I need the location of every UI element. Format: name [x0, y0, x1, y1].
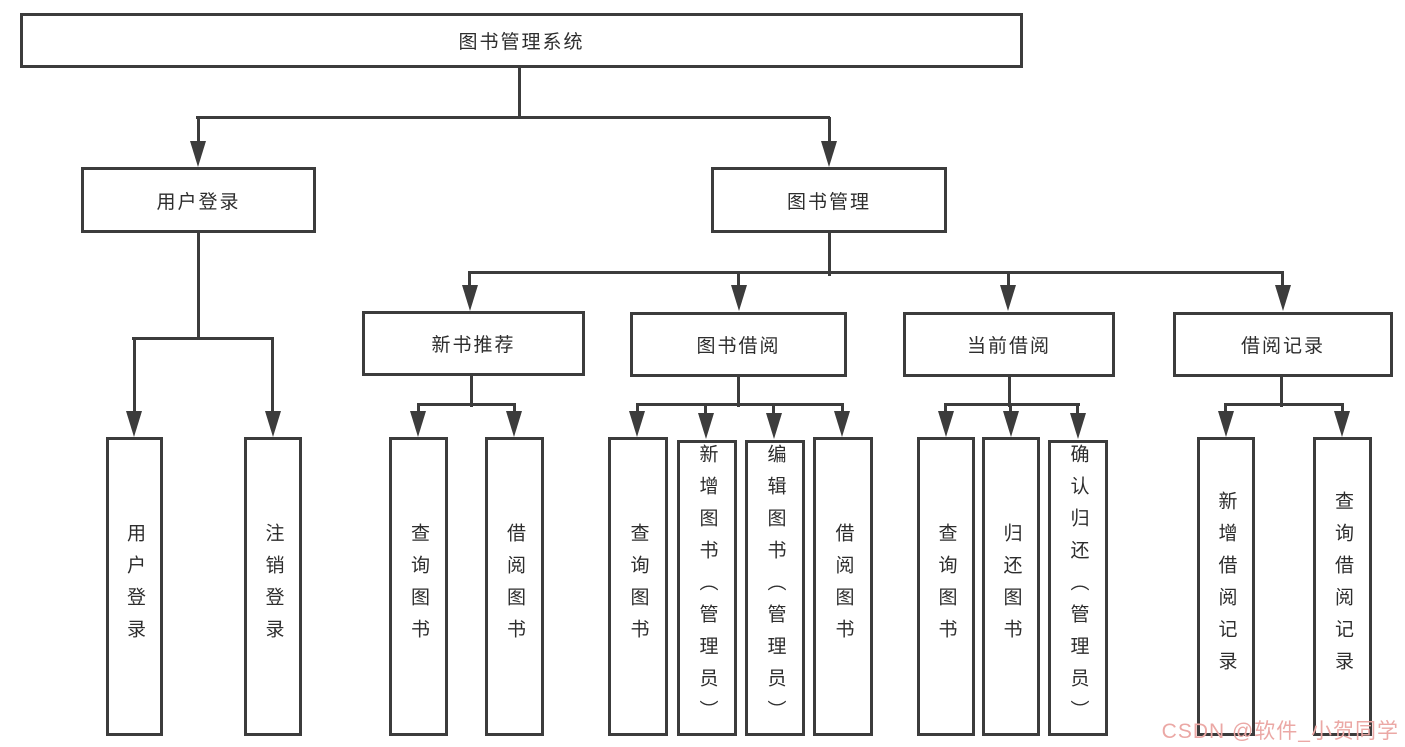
line-segment: [468, 272, 471, 287]
leaf-add-borrow-record-label: 新增借阅记录: [1215, 490, 1237, 683]
leaf-borrow-query: 查询图书: [608, 437, 668, 736]
leaf-current-query-label: 查询图书: [935, 522, 957, 651]
line-segment: [196, 116, 830, 119]
node-user-login: 用户登录: [81, 167, 316, 233]
arrow-down-icon: [190, 141, 206, 167]
line-segment: [518, 68, 521, 118]
leaf-borrow-book-label: 借阅图书: [832, 522, 854, 651]
line-segment: [197, 233, 200, 340]
line-segment: [737, 272, 740, 287]
leaf-borrow-edit-admin: 编辑图书（管理员）: [745, 440, 805, 736]
line-segment: [1007, 272, 1010, 287]
node-root: 图书管理系统: [20, 13, 1023, 68]
node-book-borrow-label: 图书借阅: [696, 336, 781, 357]
leaf-user-login-label: 用户登录: [124, 522, 145, 651]
leaf-confirm-return-admin: 确认归还（管理员）: [1048, 440, 1108, 736]
arrow-down-icon: [698, 413, 714, 439]
arrow-down-icon: [938, 411, 954, 437]
line-segment: [828, 117, 831, 143]
line-segment: [737, 377, 740, 407]
line-segment: [1009, 404, 1012, 414]
node-book-management-label: 图书管理: [786, 191, 871, 213]
node-root-label: 图书管理系统: [458, 32, 585, 53]
leaf-return-book: 归还图书: [982, 437, 1040, 736]
leaf-borrow-add-admin-label: 新增图书（管理员）: [696, 444, 718, 732]
leaf-borrow-book: 借阅图书: [813, 437, 873, 736]
csdn-watermark: CSDN @软件_小贺同学: [1161, 720, 1399, 743]
line-segment: [417, 403, 516, 406]
leaf-borrow-edit-admin-label: 编辑图书（管理员）: [764, 444, 786, 732]
leaf-return-book-label: 归还图书: [1000, 522, 1022, 651]
line-segment: [1341, 404, 1344, 414]
line-segment: [1224, 403, 1344, 406]
arrow-down-icon: [731, 285, 747, 311]
node-borrow-record-label: 借阅记录: [1240, 336, 1325, 357]
leaf-current-query: 查询图书: [917, 437, 975, 736]
leaf-add-borrow-record: 新增借阅记录: [1197, 437, 1255, 736]
leaf-logout: 注销登录: [244, 437, 302, 736]
line-segment: [944, 404, 947, 414]
arrow-down-icon: [766, 413, 782, 439]
leaf-logout-label: 注销登录: [262, 522, 284, 651]
leaf-user-login: 用户登录: [106, 437, 163, 736]
leaf-newbook-query-label: 查询图书: [408, 522, 429, 651]
arrow-down-icon: [1218, 411, 1234, 437]
leaf-query-borrow-record: 查询借阅记录: [1313, 437, 1372, 736]
line-segment: [841, 404, 844, 414]
line-segment: [1281, 272, 1284, 287]
arrow-down-icon: [1000, 285, 1016, 311]
line-segment: [1076, 404, 1079, 414]
line-segment: [470, 376, 473, 407]
leaf-borrow-query-label: 查询图书: [627, 522, 649, 651]
leaf-query-borrow-record-label: 查询借阅记录: [1332, 490, 1353, 683]
node-new-book-recommend-label: 新书推荐: [431, 335, 516, 356]
line-segment: [636, 403, 844, 406]
line-segment: [1280, 377, 1283, 407]
arrow-down-icon: [506, 411, 522, 437]
line-segment: [704, 404, 707, 414]
arrow-down-icon: [1003, 411, 1019, 437]
arrow-down-icon: [462, 285, 478, 311]
line-segment: [772, 404, 775, 414]
arrow-down-icon: [410, 411, 426, 437]
line-segment: [1008, 377, 1011, 407]
arrow-down-icon: [265, 411, 281, 437]
arrow-down-icon: [834, 411, 850, 437]
line-segment: [468, 271, 1284, 274]
arrow-down-icon: [629, 411, 645, 437]
line-segment: [417, 404, 420, 414]
node-current-borrow-label: 当前借阅: [966, 336, 1051, 357]
node-book-management: 图书管理: [711, 167, 947, 233]
arrow-down-icon: [1334, 411, 1350, 437]
line-segment: [944, 403, 1080, 406]
leaf-confirm-return-admin-label: 确认归还（管理员）: [1067, 444, 1089, 732]
leaf-newbook-borrow-label: 借阅图书: [504, 522, 525, 651]
leaf-newbook-query: 查询图书: [389, 437, 448, 736]
leaf-newbook-borrow: 借阅图书: [485, 437, 544, 736]
line-segment: [271, 338, 274, 414]
arrow-down-icon: [821, 141, 837, 167]
arrow-down-icon: [126, 411, 142, 437]
node-borrow-record: 借阅记录: [1173, 312, 1393, 377]
line-segment: [132, 337, 274, 340]
line-segment: [1224, 404, 1227, 414]
node-current-borrow: 当前借阅: [903, 312, 1115, 377]
node-new-book-recommend: 新书推荐: [362, 311, 585, 376]
line-segment: [513, 404, 516, 414]
arrow-down-icon: [1070, 413, 1086, 439]
line-segment: [828, 233, 831, 276]
line-segment: [133, 338, 136, 414]
line-segment: [197, 117, 200, 143]
leaf-borrow-add-admin: 新增图书（管理员）: [677, 440, 737, 736]
node-book-borrow: 图书借阅: [630, 312, 847, 377]
arrow-down-icon: [1275, 285, 1291, 311]
line-segment: [636, 404, 639, 414]
node-user-login-label: 用户登录: [156, 191, 241, 213]
